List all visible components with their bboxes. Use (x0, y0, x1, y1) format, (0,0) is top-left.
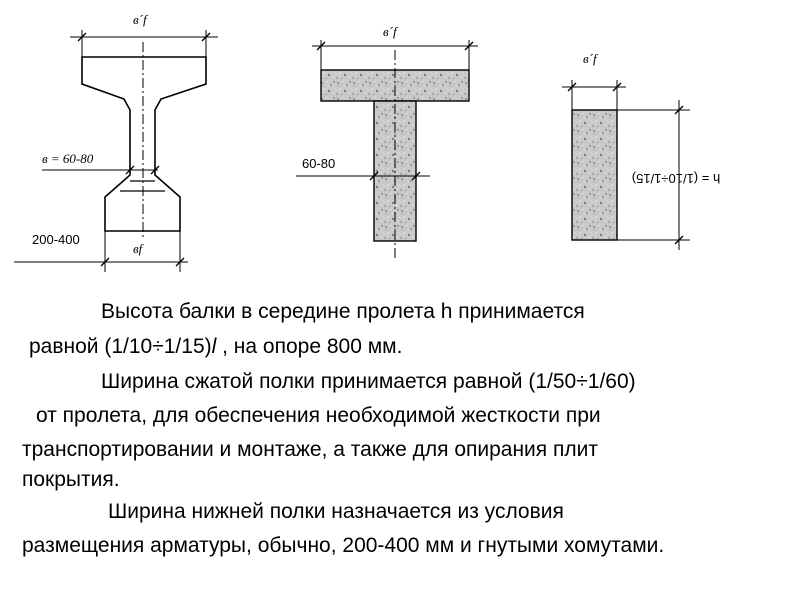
dim-tick (100, 257, 110, 267)
text-line: Ширина нижней полки назначается из услов… (108, 500, 564, 523)
rect-beam-section: в´f h = (1/10÷1/15) (562, 51, 720, 250)
text-span-italic: l (211, 335, 217, 358)
t-beam-web-label: 60-80 (302, 156, 335, 171)
dim-tick (77, 32, 87, 42)
dim-tick (150, 165, 160, 175)
i-beam-web-label: в = 60-80 (42, 151, 94, 166)
i-beam-bottom-width-label: вf (133, 241, 145, 256)
dim-tick (612, 82, 622, 92)
i-beam-outline (81, 56, 207, 232)
dim-tick (175, 257, 185, 267)
dim-tick (464, 41, 474, 51)
rect-beam-height-label: h = (1/10÷1/15) (632, 171, 720, 186)
text-span: , на опоре 800 мм. (216, 335, 403, 358)
dim-tick (125, 165, 135, 175)
rect-beam-top-width-label: в´f (583, 51, 599, 66)
dim-tick (567, 82, 577, 92)
i-beam-section: в´f в = 60-80 200-400 вf (14, 12, 218, 272)
dim-tick (369, 171, 379, 181)
text-line: покрытия. (22, 468, 120, 491)
dim-tick (316, 41, 326, 51)
text-line: Высота балки в середине пролета h приним… (101, 300, 585, 323)
text-span: равной (1/10÷1/15) (29, 335, 212, 358)
text-line: от пролета, для обеспечения необходимой … (36, 404, 601, 427)
t-beam-top-width-label: в´f (383, 24, 399, 39)
text-line: размещения арматуры, обычно, 200-400 мм … (22, 534, 665, 557)
beam-cross-sections-diagram: в´f в = 60-80 200-400 вf в´ (14, 12, 720, 272)
dim-tick (411, 171, 421, 181)
text-line: транспортировании и монтаже, а также для… (22, 438, 598, 461)
dim-tick (674, 235, 684, 245)
dim-tick (201, 32, 211, 42)
dim-tick (674, 105, 684, 115)
text-line: Ширина сжатой полки принимается равной (… (101, 370, 636, 393)
t-beam-section: в´f 60-80 (296, 24, 478, 258)
rect-beam-body (571, 109, 618, 241)
i-beam-bottom-label: 200-400 (32, 232, 80, 247)
i-beam-top-width-label: в´f (133, 12, 149, 27)
text-line: равной (1/10÷1/15)l , на опоре 800 мм. (29, 331, 402, 363)
